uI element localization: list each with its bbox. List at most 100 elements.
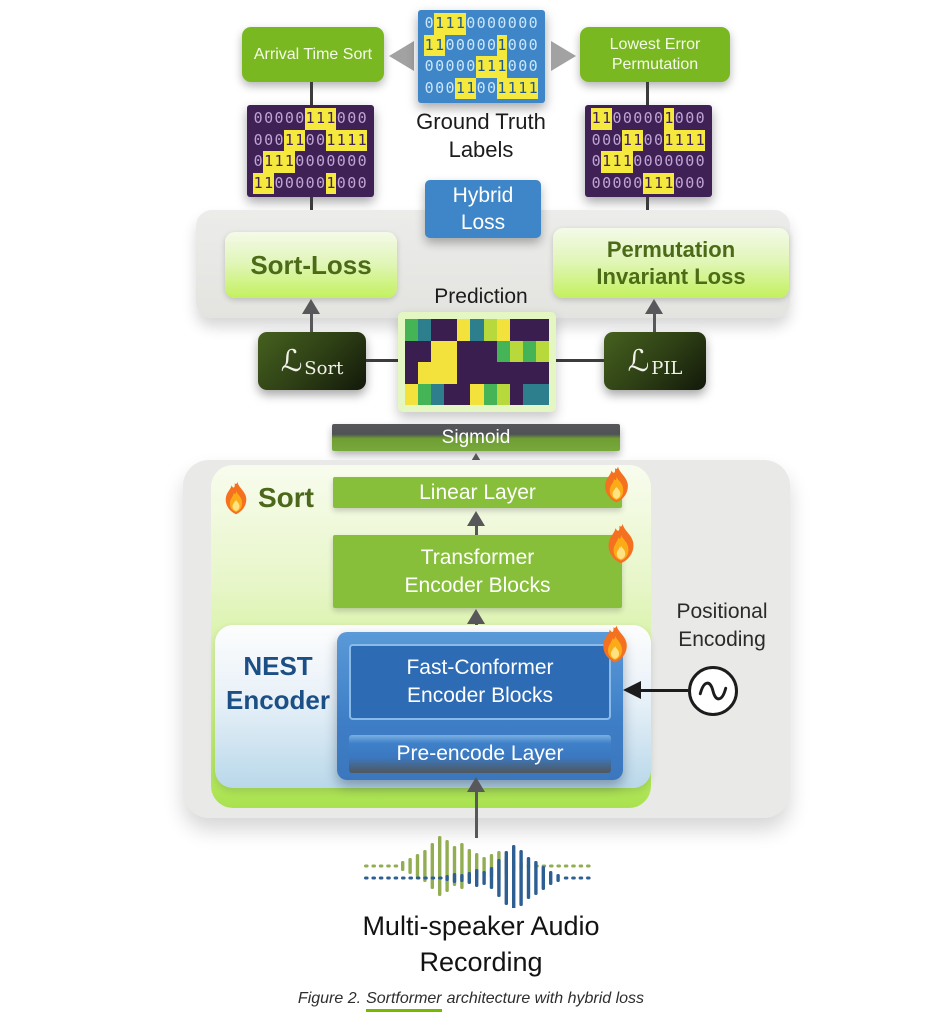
pre-encode-layer-label: Pre-encode Layer [396, 742, 564, 765]
heatmap-cell [496, 319, 510, 341]
arrowhead-up-icon [467, 777, 485, 792]
heatmap-cell [405, 362, 419, 384]
connector-line [646, 197, 649, 214]
multi-speaker-label: Multi-speaker Audio Recording [362, 911, 600, 978]
heatmap-cell [418, 383, 432, 405]
fire-icon [599, 623, 631, 665]
heatmap-cell [496, 340, 510, 362]
heatmap-cell [431, 383, 445, 405]
heatmap-cell [496, 362, 510, 384]
heatmap-cell [457, 383, 471, 405]
connector-line [646, 82, 649, 105]
connector-line [310, 314, 313, 332]
heatmap-cell [522, 362, 536, 384]
linear-layer-label: Linear Layer [419, 480, 536, 504]
heatmap-cell [535, 362, 549, 384]
heatmap-cell [522, 340, 536, 362]
heatmap-cell [444, 340, 458, 362]
arrowhead-left-icon [623, 681, 641, 699]
l-pil-subscript: PIL [651, 357, 683, 379]
connector-line [556, 359, 604, 362]
triangle-right-icon [551, 41, 576, 71]
lowest-error-permutation-box: Lowest Error Permutation [580, 27, 730, 82]
heatmap-cell [457, 340, 471, 362]
heatmap-cell [418, 319, 432, 341]
pre-encode-layer-bar: Pre-encode Layer [349, 735, 611, 773]
sine-wave-icon [688, 666, 738, 716]
heatmap-cell [535, 319, 549, 341]
caption-suffix: architecture with hybrid loss [446, 990, 645, 1007]
heatmap-cell [470, 340, 484, 362]
heatmap-cell [470, 362, 484, 384]
connector-line [310, 197, 313, 218]
arrowhead-up-icon [467, 511, 485, 526]
heatmap-cell [522, 383, 536, 405]
heatmap-cell [483, 340, 497, 362]
fast-conformer-box: Fast-Conformer Encoder Blocks [349, 644, 611, 720]
linear-layer-bar: Linear Layer [333, 477, 622, 508]
sort-stage-label: Sort [258, 482, 314, 513]
heatmap-cell [431, 362, 445, 384]
heatmap-cell [483, 383, 497, 405]
caption-keyword: Sortformer [366, 990, 442, 1012]
heatmap-cell [522, 319, 536, 341]
l-sort-subscript: Sort [304, 357, 344, 379]
heatmap-cell [431, 340, 445, 362]
heatmap-cell [483, 362, 497, 384]
sort-loss-box: Sort-Loss [225, 232, 397, 298]
loss-symbol: ℒ [280, 343, 303, 379]
heatmap-cell [444, 362, 458, 384]
arrival-time-sort-box: Arrival Time Sort [242, 27, 384, 82]
ground-truth-label: Ground Truth Labels [416, 109, 546, 162]
sigmoid-label: Sigmoid [441, 426, 511, 448]
heatmap-cell [509, 340, 523, 362]
heatmap-cell [457, 319, 471, 341]
positional-encoding-arrow [640, 689, 688, 692]
sigmoid-bar: Sigmoid [332, 424, 620, 451]
arrowhead-up-icon [645, 299, 663, 314]
heatmap-cell [535, 383, 549, 405]
heatmap-cell [509, 319, 523, 341]
figure-caption: Figure 2. Sortformer architecture with h… [0, 990, 942, 1012]
transformer-encoder-label: Transformer Encoder Blocks [404, 546, 551, 597]
lowest-error-permutation-label: Lowest Error Permutation [609, 35, 701, 73]
permutation-invariant-loss-label: Permutation Invariant Loss [596, 236, 746, 290]
hybrid-loss-label: Hybrid Loss [452, 183, 514, 234]
heatmap-cell [444, 383, 458, 405]
heatmap-cell [470, 383, 484, 405]
heatmap-cell [405, 319, 419, 341]
positional-encoding-label: Positional Encoding [676, 600, 768, 652]
connector-line [475, 526, 478, 535]
heatmap-cell [431, 319, 445, 341]
heatmap-cell [509, 362, 523, 384]
permutation-invariant-loss-box: Permutation Invariant Loss [553, 228, 789, 298]
heatmap-cell [444, 319, 458, 341]
arrowhead-up-icon [467, 609, 485, 624]
prediction-heatmap [398, 312, 556, 412]
connector-line [310, 82, 313, 105]
heatmap-cell [418, 340, 432, 362]
fire-icon [604, 521, 638, 566]
prediction-label: Prediction [434, 285, 528, 308]
heatmap-cell [509, 383, 523, 405]
heatmap-cell [405, 340, 419, 362]
triangle-left-icon [389, 41, 414, 71]
arrowhead-up-icon [302, 299, 320, 314]
hybrid-loss-box: Hybrid Loss [425, 180, 541, 238]
